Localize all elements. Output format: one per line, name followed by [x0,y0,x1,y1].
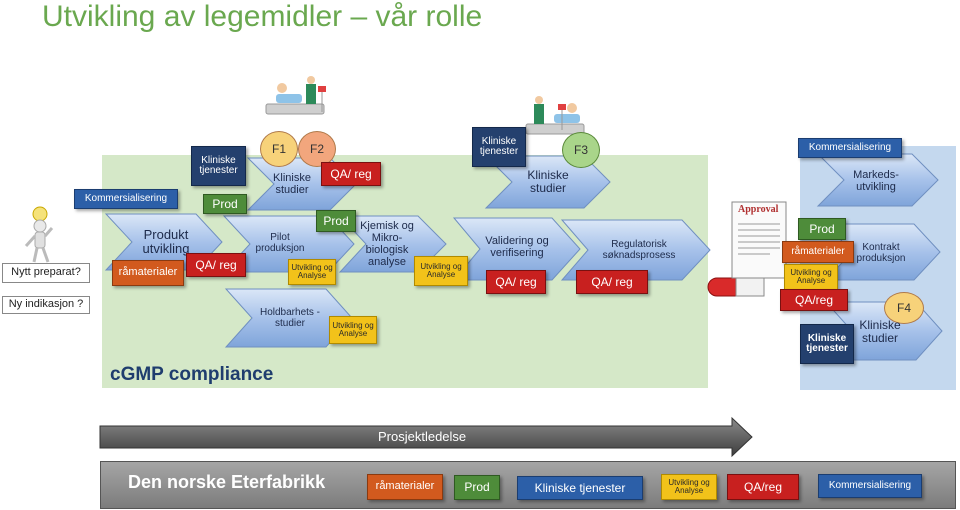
f3-badge: F3 [562,132,600,168]
kommersialisering-box-right: Kommersialisering [798,138,902,158]
approval-document-icon [731,201,787,279]
chevron-validering [452,217,581,281]
qa-reg-box-validering: QA/ reg [486,270,546,294]
approval-label: Approval [738,204,779,215]
bottom-kliniske-tjenester: Kliniske tjenester [517,476,643,500]
company-name: Den norske Eterfabrikk [128,472,326,492]
utvikling-analyse-box-4: Utvikling og Analyse [784,264,838,290]
f4-badge: F4 [884,292,924,324]
kliniske-studier-1-label: Kliniske studier [273,171,311,196]
prod-box-mid: Prod [316,210,356,232]
bottom-ramaterialer: råmaterialer [367,474,443,500]
cgmp-label: cGMP compliance [110,364,274,385]
clinical-illustration-icon-2 [525,96,585,135]
qa-reg-box-top: QA/ reg [321,162,381,186]
qa-reg-box-regulatorisk: QA/ reg [576,270,648,294]
page-title: Utvikling av legemidler – vår rolle [42,0,483,33]
clinical-illustration-icon-1 [265,76,326,115]
f2-badge: F2 [298,131,336,167]
bottom-prod: Prod [454,475,500,500]
utvikling-analyse-box-2: Utvikling og Analyse [414,256,468,286]
kjemisk-label: Kjemisk og Mikro-biologisk analyse [360,219,414,269]
prod-box-top-left: Prod [203,194,247,214]
thinking-person-icon [24,206,54,263]
kliniske-tjenester-box-mid: Kliniske tjenester [472,127,526,167]
chevron-regulatorisk [560,219,711,281]
prosjektledelse-arrow [99,416,753,458]
regulatorisk-label: Regulatorisk søknadsprosess [602,239,676,261]
kliniske-tjenester-box-top: Kliniske tjenester [191,146,246,186]
qa-reg-box-left: QA/ reg [186,253,246,277]
utvikling-analyse-box-1: Utvikling og Analyse [288,259,336,285]
kontrakt-label: Kontrakt produksjon [856,242,906,264]
pilot-produksjon-label: Pilot produksjon [255,232,305,254]
produkt-utvikling-label: Produkt utvikling [142,226,190,256]
ny-indikasjon-label: Ny indikasjon ? [2,296,90,314]
ramaterialer-box-left: råmaterialer [112,260,184,286]
kliniske-studier-3-label: Kliniske studier [859,317,901,345]
holdbarhet-label: Holdbarhets -studier [259,307,321,329]
f1-badge: F1 [260,131,298,167]
chevron-holdbarhet [224,288,353,348]
bottom-qa-reg: QA/reg [727,474,799,500]
validering-label: Validering og verifisering [485,234,549,259]
utvikling-analyse-box-3: Utvikling og Analyse [329,316,377,344]
chevron-markedsutvikling [816,153,939,207]
kliniske-tjenester-box-right: Kliniske tjenester [800,324,854,364]
qa-reg-box-right: QA/reg [780,289,848,311]
kliniske-studier-2-label: Kliniske studier [527,167,569,195]
bottom-kommersialisering: Kommersialisering [818,474,922,498]
kommersialisering-box-left: Kommersialisering [74,189,178,209]
markedsutvikling-label: Markeds-utvikling [853,168,899,193]
nytt-preparat-label: Nytt preparat? [2,263,90,283]
prosjektledelse-label: Prosjektledelse [378,429,467,444]
ramaterialer-box-right: råmaterialer [782,241,854,263]
prod-box-right: Prod [798,218,846,240]
bottom-utvikling-analyse: Utvikling og Analyse [661,474,717,500]
